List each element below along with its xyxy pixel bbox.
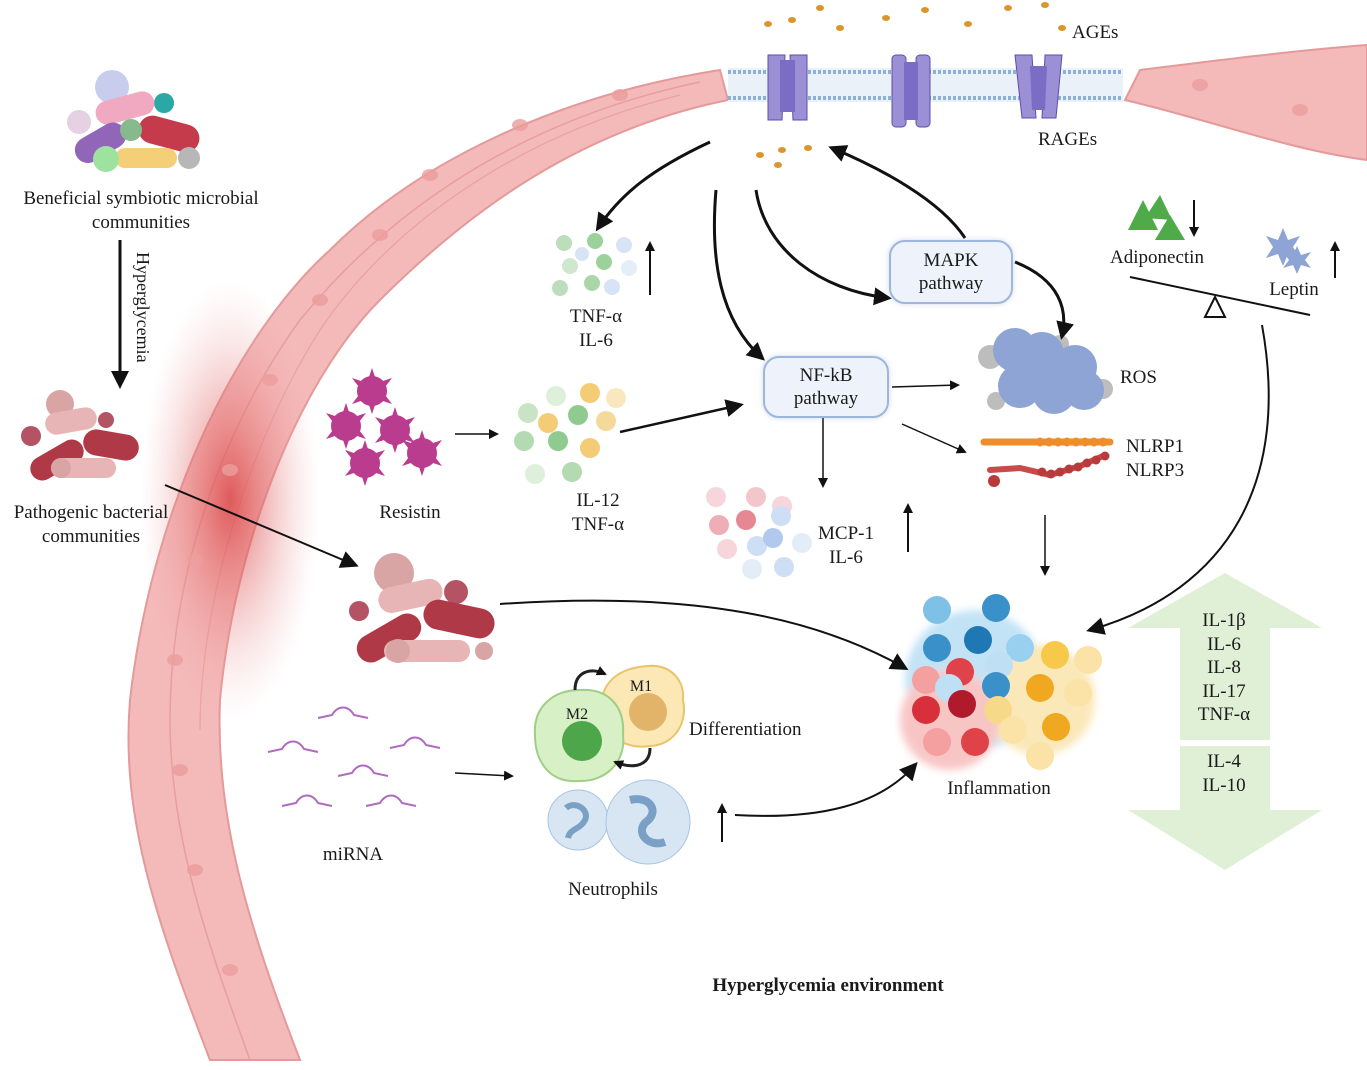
resistin-label: Resistin (379, 502, 441, 523)
cytokine-up-arrow (1128, 573, 1322, 740)
arrow-rage-to-nfkb (712, 189, 765, 361)
pathogenic-cluster (349, 553, 495, 663)
neutrophils-cells (547, 779, 691, 865)
resistin-star (352, 368, 392, 414)
resistin-star (375, 407, 415, 453)
m1-label: M1 (629, 678, 653, 695)
arrow-nfkb-to-nlrp (901, 423, 967, 454)
arrow-rage-to-tnf (595, 140, 711, 232)
resistin-star (402, 430, 442, 476)
differentiation-label: Differentiation (689, 719, 802, 740)
beneficial-microbes (67, 70, 200, 172)
ages-label: AGEs (1072, 22, 1119, 43)
mirna-strands (267, 706, 441, 807)
upregulated-cytokines-list: IL-1β IL-6 IL-8 IL-17 TNF-α (1178, 609, 1270, 727)
arrow-il12-to-nfkb (619, 399, 744, 434)
arrow-pathogenic-to-cluster (164, 484, 359, 568)
adiponectin-molecule (1128, 195, 1185, 240)
nlrp-chains (980, 437, 1114, 487)
arrow-mirna-to-macrophage (454, 770, 514, 781)
inflammation-cluster (900, 594, 1102, 770)
trend-arrows (645, 200, 1340, 842)
pathogenic-bacteria (21, 390, 139, 481)
downregulated-cytokines-list: IL-4 IL-10 (1178, 750, 1270, 797)
arrow-balance-to-inflammation (1086, 324, 1270, 635)
m2-label: M2 (565, 706, 589, 723)
ages-particles (756, 2, 1066, 168)
tnf-il6-particles (552, 233, 637, 296)
arrow-cluster-to-inflammation (499, 599, 909, 670)
rage-receptors (767, 54, 1063, 128)
rage-receptor (767, 54, 808, 121)
arrow-nfkb-to-ros (891, 380, 960, 391)
m2-macrophage (533, 688, 625, 783)
cytokine-down-item: IL-10 (1202, 774, 1246, 796)
rage-receptor (891, 54, 931, 128)
nfkb-line-1: NF-kB (799, 365, 853, 386)
resistin-star (345, 440, 385, 486)
differentiation-cycle-arrows (573, 666, 652, 770)
mapk-pathway-box: MAPK pathway (889, 240, 1013, 304)
adiponectin-label: Adiponectin (1110, 247, 1204, 268)
arrow-mapk-to-ros (1014, 260, 1074, 340)
flow-arrows (111, 140, 1270, 817)
arrow-rage-to-mapk (754, 189, 892, 306)
resistin-molecules (326, 368, 442, 486)
nfkb-pathway-box: NF-kB pathway (763, 356, 889, 418)
cytokine-up-item: TNF-α (1197, 704, 1251, 725)
cytokine-up-item: IL-6 (1207, 633, 1241, 655)
balance-scale (1129, 276, 1311, 318)
rage-receptor (1014, 54, 1063, 119)
leptin-label: Leptin (1269, 279, 1319, 300)
mcp-particles (706, 487, 812, 579)
arrow-neutrophil-to-inflammation (734, 761, 918, 817)
mapk-line-1: MAPK (923, 250, 979, 271)
hyperglycemia-arrow-label: Hyperglycemia (133, 252, 153, 363)
rages-label: RAGEs (1038, 129, 1098, 150)
mapk-line-2: pathway (918, 273, 984, 294)
resistin-star (326, 403, 366, 449)
ros-label: ROS (1120, 367, 1157, 388)
cytokine-down-arrow (1128, 746, 1322, 870)
cytokine-up-item: IL-1β (1202, 610, 1246, 631)
mirna-label: miRNA (322, 844, 384, 865)
footer-title: Hyperglycemia environment (712, 975, 944, 996)
ros-cluster (978, 328, 1113, 414)
leptin-molecule (1266, 228, 1311, 274)
blood-vessel (127, 43, 1367, 1061)
cytokine-up-item: IL-17 (1202, 680, 1246, 702)
nfkb-line-2: pathway (793, 388, 859, 409)
neutrophils-label: Neutrophils (568, 879, 658, 900)
arrow-mapk-to-rage (828, 145, 967, 239)
il12-particles (514, 383, 626, 484)
cytokine-up-item: IL-8 (1207, 657, 1241, 678)
cytokine-down-item: IL-4 (1207, 751, 1241, 772)
inflammation-label: Inflammation (947, 778, 1051, 799)
